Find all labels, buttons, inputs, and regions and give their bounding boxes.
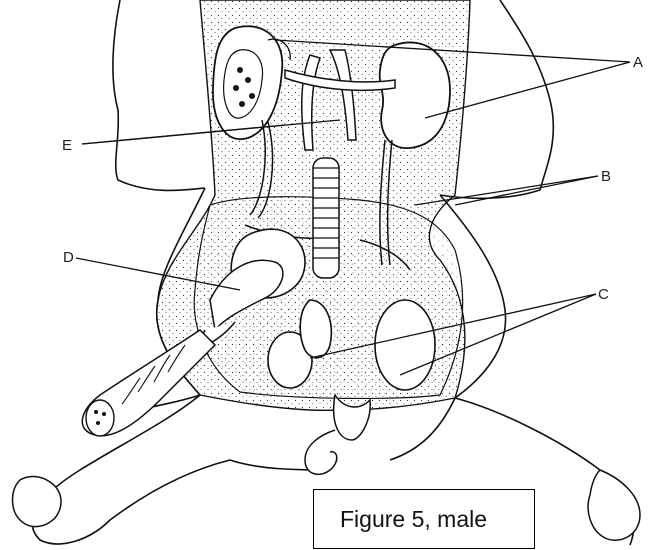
figure-caption: Figure 5, male — [340, 506, 487, 533]
label-a: A — [633, 54, 643, 71]
label-c: C — [598, 286, 609, 303]
label-e: E — [62, 137, 72, 154]
right-paw — [588, 470, 640, 540]
right-kidney — [380, 42, 450, 148]
left-paw — [13, 476, 62, 526]
label-b: B — [601, 168, 611, 185]
figure-caption-box: Figure 5, male — [313, 489, 535, 549]
label-d: D — [63, 249, 74, 266]
rectum — [313, 158, 339, 278]
